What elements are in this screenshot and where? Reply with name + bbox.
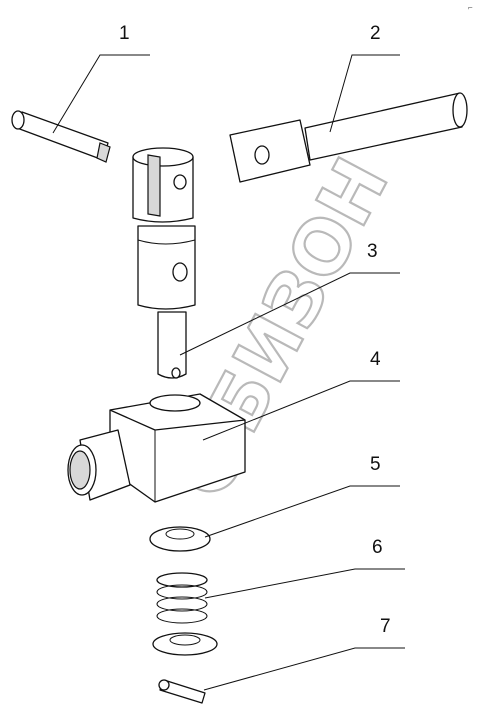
callout-label-3: 3	[367, 241, 378, 262]
callout-3: 3	[179, 241, 400, 356]
callout-2: 2	[329, 23, 400, 133]
part-6-spring	[156, 572, 208, 624]
callout-label-1: 1	[119, 23, 130, 44]
callout-label-4: 4	[370, 349, 381, 370]
part-4-body	[67, 393, 246, 503]
part-3-stem	[132, 147, 196, 379]
callout-7: 7	[203, 616, 405, 691]
part-2-rod	[229, 92, 468, 183]
watermark-text: БИЗОН	[191, 145, 406, 447]
callout-6: 6	[204, 537, 405, 599]
part-7-small-pin	[158, 679, 206, 704]
part-1-pin	[11, 110, 111, 163]
callout-label-7: 7	[380, 616, 391, 637]
part-washer-lower	[152, 632, 218, 656]
callout-label-6: 6	[372, 537, 383, 558]
corner-mark: ⌐	[468, 3, 473, 12]
callout-5: 5	[204, 454, 400, 538]
callout-label-5: 5	[370, 454, 381, 475]
part-5-washer	[149, 526, 211, 552]
callout-label-2: 2	[370, 23, 381, 44]
callout-4: 4	[202, 349, 400, 441]
callout-1: 1	[52, 23, 150, 134]
